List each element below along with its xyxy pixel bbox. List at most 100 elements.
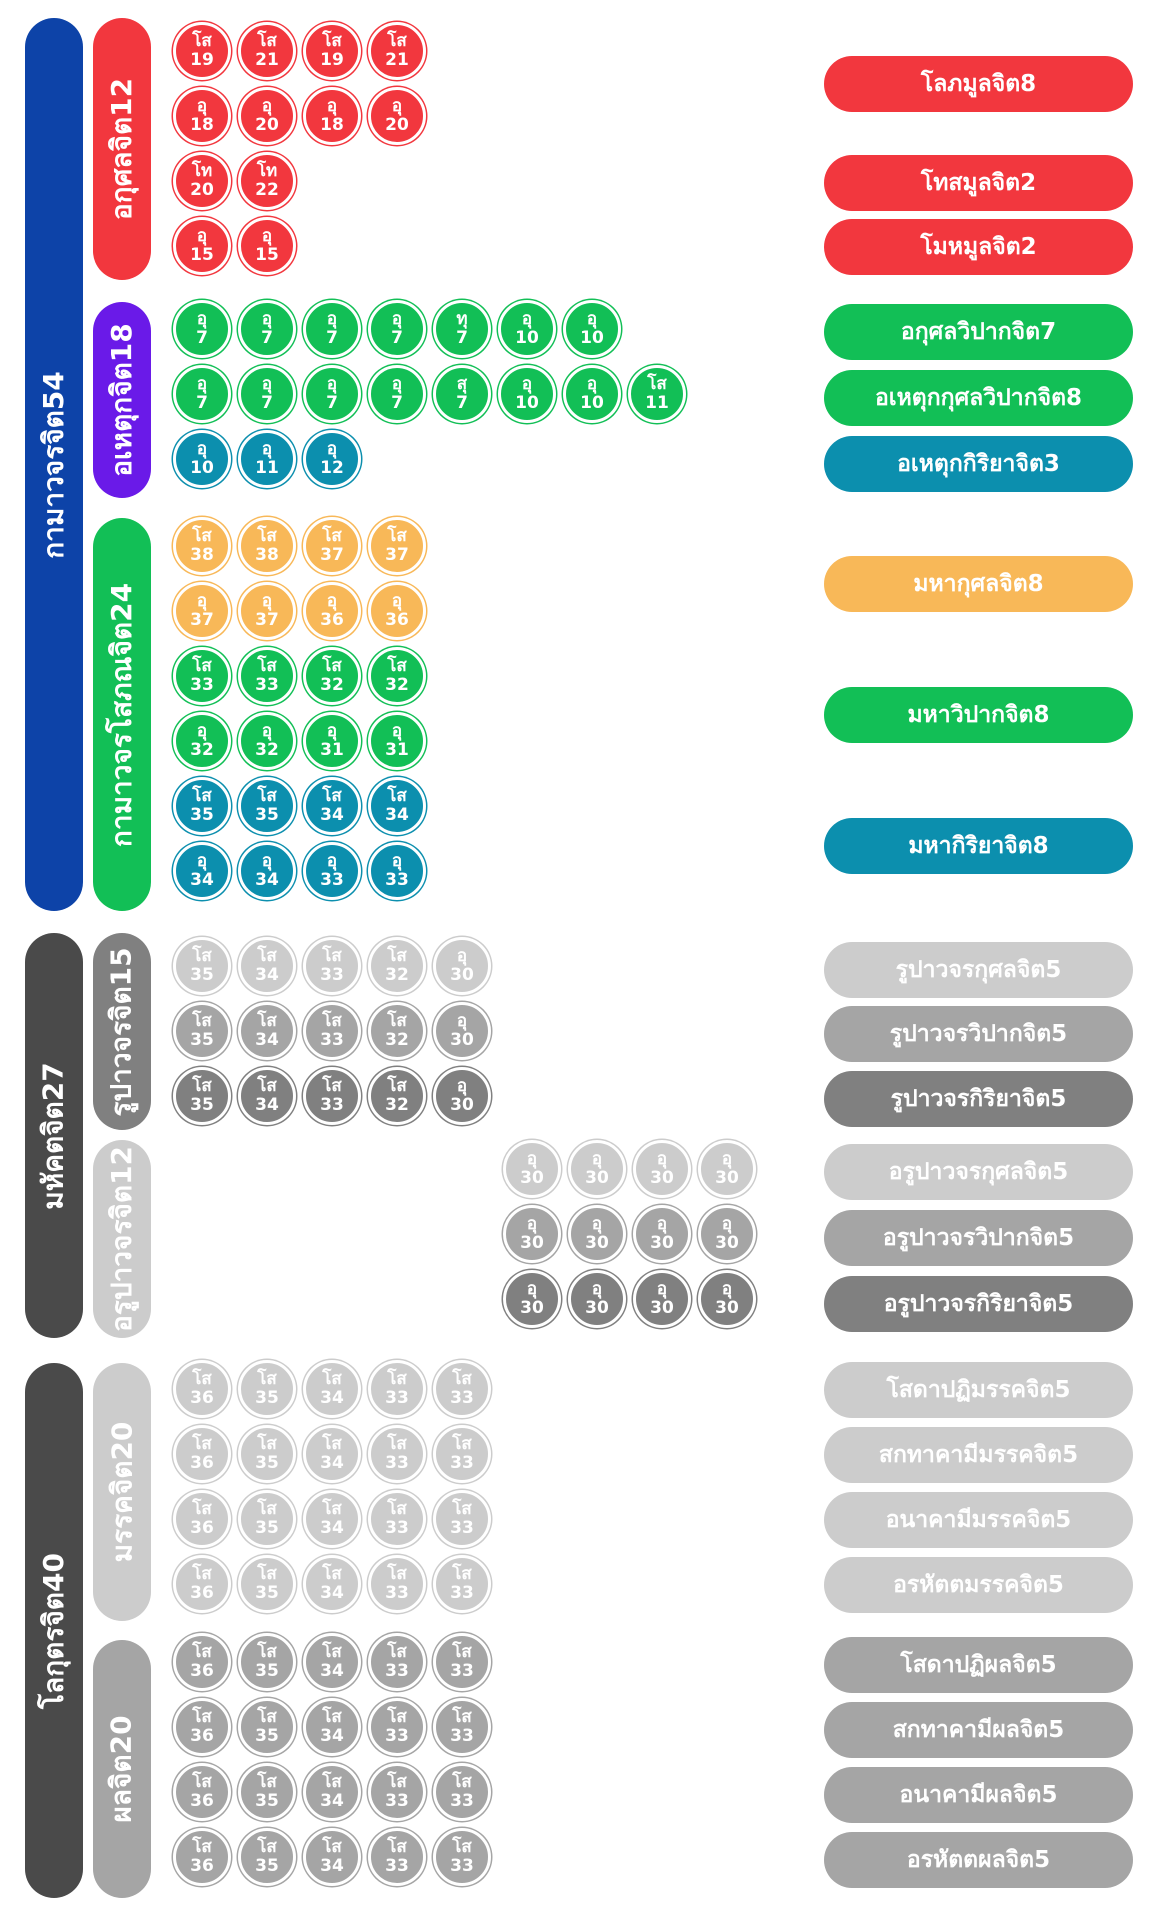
- circle-number: 33: [385, 1583, 409, 1603]
- circle-number: 36: [190, 1726, 214, 1746]
- citta-circle: อุ7: [173, 365, 231, 423]
- circle-abbr: โส: [192, 1434, 212, 1454]
- group-label-pill: อรหัตตผลจิต5: [824, 1832, 1133, 1888]
- circle-abbr: โส: [192, 786, 212, 806]
- circle-abbr: โส: [387, 1564, 407, 1584]
- circle-number: 33: [320, 870, 344, 890]
- citta-circle: อุ32: [238, 712, 296, 770]
- circle-abbr: โส: [452, 1369, 472, 1389]
- circle-number: 18: [190, 115, 214, 135]
- citta-circle: อุ34: [238, 842, 296, 900]
- citta-circle: อุ30: [503, 1140, 561, 1198]
- circle-number: 34: [255, 1095, 279, 1115]
- circle-number: 12: [320, 458, 344, 478]
- circle-abbr: โส: [452, 1434, 472, 1454]
- circle-abbr: โส: [192, 1076, 212, 1096]
- circle-abbr: โส: [322, 31, 342, 51]
- circle-number: 30: [585, 1298, 609, 1318]
- circle-abbr: โส: [192, 1772, 212, 1792]
- circle-abbr: โส: [257, 526, 277, 546]
- group-label-pill: อรูปาวจรกุศลจิต5: [824, 1144, 1133, 1200]
- circle-abbr: โส: [192, 1369, 212, 1389]
- citta-circle: อุ7: [238, 300, 296, 358]
- circle-abbr: อุ: [261, 439, 273, 459]
- circle-number: 33: [385, 1453, 409, 1473]
- circle-abbr: อุ: [526, 1149, 538, 1169]
- circle-abbr: อุ: [261, 226, 273, 246]
- circle-number: 10: [515, 393, 539, 413]
- circle-abbr: โส: [387, 656, 407, 676]
- circle-number: 33: [385, 1388, 409, 1408]
- circle-number: 32: [320, 675, 344, 695]
- circle-number: 7: [261, 393, 273, 413]
- circle-abbr: โส: [322, 1499, 342, 1519]
- circle-number: 30: [715, 1233, 739, 1253]
- circle-number: 30: [520, 1233, 544, 1253]
- subcategory-rupa-label: รูปาวจรจิต15: [105, 946, 139, 1117]
- circle-abbr: อุ: [196, 374, 208, 394]
- circle-number: 35: [255, 1661, 279, 1681]
- circle-abbr: อุ: [656, 1279, 668, 1299]
- subcategory-arupa: อรูปาวจรจิต12: [93, 1140, 151, 1338]
- circle-abbr: อุ: [721, 1149, 733, 1169]
- circle-number: 37: [320, 545, 344, 565]
- circle-number: 35: [255, 805, 279, 825]
- circle-number: 34: [385, 805, 409, 825]
- circle-abbr: อุ: [456, 1076, 468, 1096]
- circle-number: 33: [320, 1030, 344, 1050]
- circle-abbr: โส: [322, 1564, 342, 1584]
- circle-abbr: โส: [257, 656, 277, 676]
- circle-number: 33: [450, 1726, 474, 1746]
- circle-abbr: โส: [452, 1837, 472, 1857]
- citta-circle: อุ7: [303, 365, 361, 423]
- circle-number: 30: [520, 1168, 544, 1188]
- citta-circle: อุ30: [433, 1002, 491, 1060]
- circle-abbr: โส: [192, 1011, 212, 1031]
- circle-abbr: อุ: [391, 851, 403, 871]
- circle-number: 30: [715, 1168, 739, 1188]
- circle-number: 33: [385, 1518, 409, 1538]
- circle-number: 34: [255, 965, 279, 985]
- citta-circle: อุ32: [173, 712, 231, 770]
- circle-number: 33: [385, 870, 409, 890]
- circle-number: 7: [196, 328, 208, 348]
- circle-number: 21: [385, 50, 409, 70]
- circle-number: 37: [190, 610, 214, 630]
- circle-number: 21: [255, 50, 279, 70]
- circle-abbr: อุ: [656, 1214, 668, 1234]
- circle-abbr: อุ: [591, 1279, 603, 1299]
- circle-number: 36: [190, 1388, 214, 1408]
- circle-abbr: โส: [452, 1564, 472, 1584]
- circle-abbr: โท: [256, 161, 278, 181]
- circle-number: 35: [255, 1856, 279, 1876]
- circle-number: 34: [320, 1388, 344, 1408]
- circle-number: 35: [190, 1030, 214, 1050]
- group-label-pill: มหาวิปากจิต8: [824, 687, 1133, 743]
- circle-abbr: อุ: [391, 721, 403, 741]
- circle-abbr: สุ: [456, 374, 468, 394]
- circle-number: 30: [585, 1233, 609, 1253]
- circle-abbr: โส: [257, 786, 277, 806]
- circle-number: 33: [385, 1791, 409, 1811]
- circle-abbr: โส: [387, 1837, 407, 1857]
- circle-number: 34: [190, 870, 214, 890]
- circle-number: 30: [450, 1030, 474, 1050]
- circle-abbr: อุ: [526, 1279, 538, 1299]
- circle-number: 36: [190, 1661, 214, 1681]
